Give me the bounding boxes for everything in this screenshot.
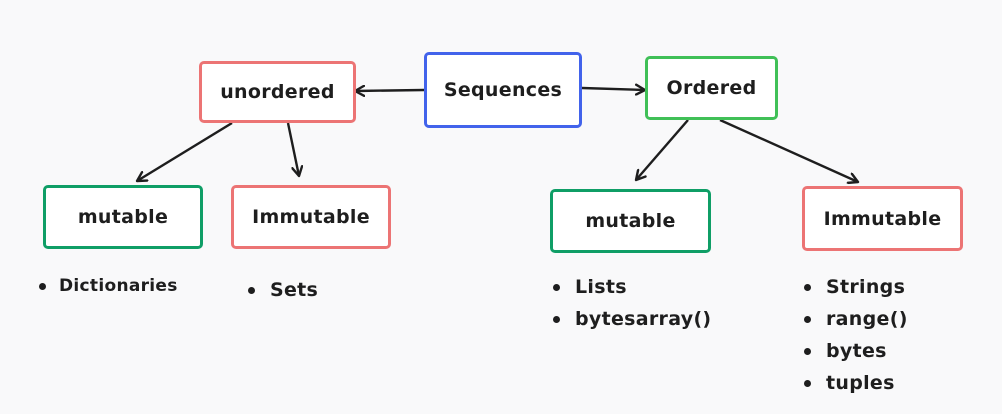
node-sequences-label: Sequences bbox=[443, 79, 563, 101]
list-unordered-mutable: Dictionaries bbox=[37, 270, 178, 302]
node-unordered-immutable: Immutable bbox=[231, 185, 391, 249]
node-ordered-immutable-label: Immutable bbox=[823, 207, 942, 230]
arrow-ordered-to-mutable bbox=[636, 119, 689, 180]
list-ordered-mutable: Lists bytesarray() bbox=[551, 271, 711, 335]
node-unordered-immutable-label: Immutable bbox=[252, 206, 370, 228]
node-ordered-immutable: Immutable bbox=[802, 186, 963, 251]
node-unordered-mutable-label: mutable bbox=[77, 206, 169, 228]
node-unordered: unordered bbox=[199, 61, 356, 123]
list-item: Dictionaries bbox=[37, 270, 178, 302]
node-sequences: Sequences bbox=[424, 52, 582, 128]
arrow-unordered-to-immutable bbox=[286, 122, 299, 176]
node-ordered-mutable-label: mutable bbox=[585, 210, 676, 232]
list-item: tuples bbox=[802, 367, 908, 399]
list-item: Sets bbox=[246, 274, 318, 306]
arrow-sequences-to-ordered bbox=[581, 88, 645, 90]
list-item: Lists bbox=[551, 271, 711, 303]
node-ordered-label: Ordered bbox=[666, 77, 757, 99]
list-ordered-immutable: Strings range() bytes tuples bbox=[802, 271, 908, 399]
node-unordered-mutable: mutable bbox=[43, 185, 203, 249]
node-ordered: Ordered bbox=[645, 56, 778, 120]
arrow-ordered-to-immutable bbox=[719, 118, 858, 182]
arrow-unordered-to-mutable bbox=[137, 121, 233, 181]
list-item: range() bbox=[802, 303, 908, 335]
list-item: Strings bbox=[802, 271, 908, 303]
node-ordered-mutable: mutable bbox=[550, 189, 711, 253]
list-unordered-immutable: Sets bbox=[246, 274, 318, 306]
list-item: bytes bbox=[802, 335, 908, 367]
arrow-sequences-to-unordered bbox=[355, 90, 425, 91]
list-item: bytesarray() bbox=[551, 303, 711, 335]
node-unordered-label: unordered bbox=[220, 81, 335, 103]
